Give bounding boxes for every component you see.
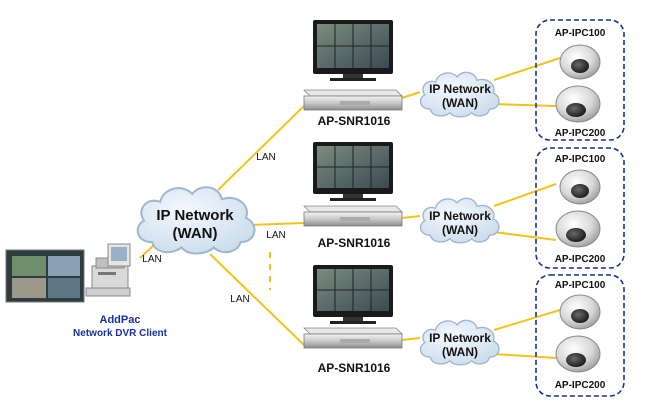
central-cloud-line2: (WAN) [173, 225, 218, 242]
dome-camera-icon [559, 294, 601, 330]
client-lan-label: LAN [142, 254, 161, 265]
branch-2-camera-a-label: AP-IPC100 [555, 154, 606, 165]
branch-2-wan-line1: IP Network [429, 209, 491, 223]
branch-3-wan-line1: IP Network [429, 331, 491, 345]
branch-1-lan-label: LAN [256, 152, 275, 163]
dome-camera-icon [555, 85, 601, 123]
branch-2-wan-line2: (WAN) [442, 223, 478, 237]
dome-camera-icon [555, 210, 601, 248]
link-wan2-cam-b [493, 231, 557, 241]
branch-1-wan-cloud: IP Network (WAN) [419, 71, 500, 118]
dvr-device-icon [303, 205, 403, 227]
monitor-icon [313, 20, 393, 81]
client-station: AddPac Network DVR Client LAN [5, 243, 168, 339]
client-name: Network DVR Client [73, 328, 168, 339]
dvr-device-icon [303, 89, 403, 111]
branch-3-camera-a-label: AP-IPC100 [555, 280, 606, 291]
branch-1: AP-SNR1016 IP Network (WAN) AP-IPC100 AP… [303, 20, 606, 139]
link-dvr-to-wan-2 [401, 215, 421, 219]
link-cloud-to-dvr-2 [249, 222, 305, 226]
branch-1-camera-a-label: AP-IPC100 [555, 28, 606, 39]
dome-camera-icon [559, 44, 601, 80]
link-wan3-cam-b [493, 353, 557, 359]
branch-3-camera-b-label: AP-IPC200 [555, 380, 606, 391]
camera-group-1 [535, 19, 625, 141]
branch-2-camera-b-label: AP-IPC200 [555, 254, 606, 265]
dome-camera-icon [559, 169, 601, 205]
link-cloud-to-dvr-1 [217, 105, 305, 191]
client-screen-thumbnail [5, 249, 85, 303]
dvr-device-icon [303, 327, 403, 349]
link-dvr-to-wan-3 [401, 337, 421, 341]
camera-group-3 [535, 274, 625, 397]
computer-icon [85, 243, 131, 297]
branch-3: AP-SNR1016 IP Network (WAN) AP-IPC100 AP… [303, 265, 606, 391]
link-dvr-to-wan-1 [401, 91, 421, 99]
link-wan1-cam-b [493, 103, 557, 107]
branch-2-wan-cloud: IP Network (WAN) [419, 197, 500, 244]
branch-3-lan-label: LAN [230, 294, 249, 305]
link-wan1-cam-a [493, 57, 561, 81]
branch-3-dvr-model: AP-SNR1016 [318, 361, 391, 375]
branch-2-dvr-model: AP-SNR1016 [318, 236, 391, 250]
branch-1-wan-line2: (WAN) [442, 96, 478, 110]
branch-1-dvr-model: AP-SNR1016 [318, 114, 391, 128]
link-wan2-cam-a [493, 183, 557, 207]
monitor-icon [313, 265, 393, 324]
links [139, 57, 561, 359]
link-cloud-to-dvr-3 [209, 253, 305, 346]
branch-1-wan-line1: IP Network [429, 82, 491, 96]
client-brand: AddPac [100, 314, 141, 326]
branch-2: AP-SNR1016 IP Network (WAN) AP-IPC100 AP… [303, 142, 606, 265]
link-wan3-cam-a [493, 309, 561, 331]
branch-3-wan-cloud: IP Network (WAN) [419, 319, 500, 366]
camera-group-2 [535, 147, 625, 269]
branch-2-lan-label: LAN [266, 230, 285, 241]
central-cloud-line1: IP Network [156, 207, 234, 224]
camera-groups [535, 19, 625, 397]
monitor-icon [313, 142, 393, 201]
branch-1-camera-b-label: AP-IPC200 [555, 128, 606, 139]
central-cloud: IP Network (WAN) [136, 186, 256, 255]
dome-camera-icon [555, 335, 601, 373]
branch-3-wan-line2: (WAN) [442, 345, 478, 359]
